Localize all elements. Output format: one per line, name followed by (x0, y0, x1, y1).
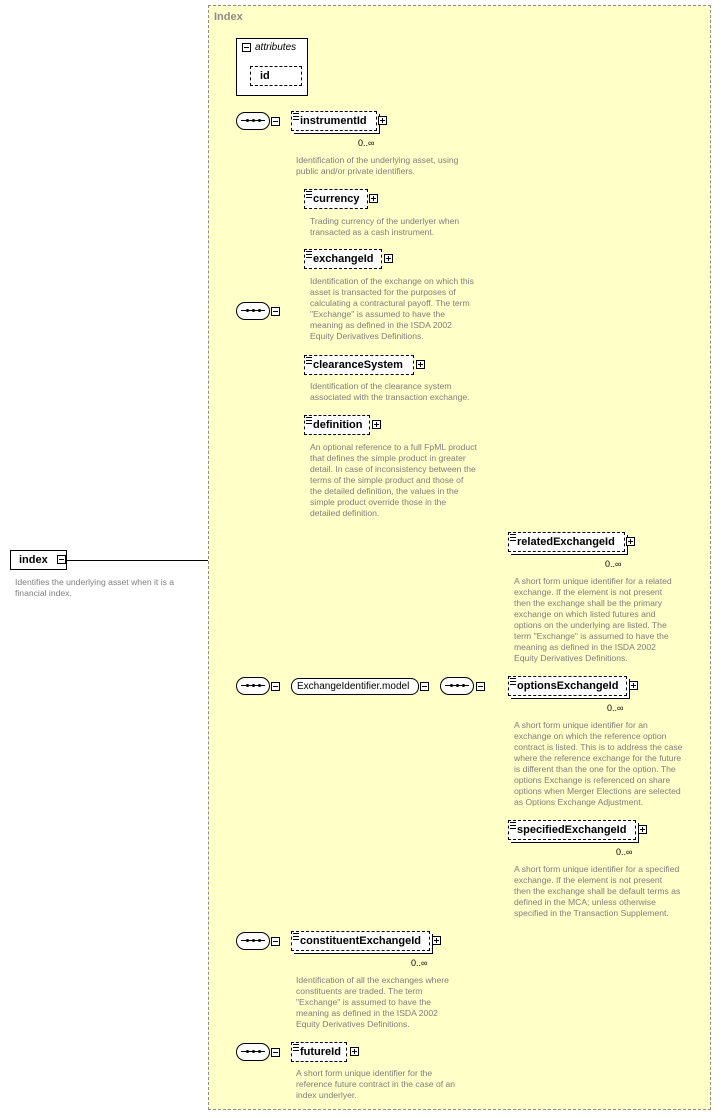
element-label: instrumentId (300, 115, 367, 127)
currency-annotation: Trading currency of the underlyer when t… (310, 216, 460, 237)
element-currency[interactable]: currency (304, 189, 368, 209)
root-element-index[interactable]: index (10, 550, 67, 570)
collapse-minus-icon[interactable] (271, 307, 280, 316)
expand-plus-icon[interactable] (378, 116, 387, 125)
element-label: definition (313, 419, 363, 431)
simple-type-icon (306, 417, 312, 424)
element-instrumentId[interactable]: instrumentId (291, 111, 377, 131)
simple-type-icon (306, 251, 312, 258)
element-constituentExchangeId[interactable]: constituentExchangeId (291, 931, 430, 951)
element-specifiedExchangeId[interactable]: specifiedExchangeId (508, 820, 636, 840)
element-label: index (19, 554, 48, 566)
expand-plus-icon[interactable] (372, 420, 381, 429)
cardinality-label: 0..∞ (616, 847, 633, 857)
element-label: exchangeId (313, 253, 374, 265)
futureId-annotation: A short form unique identifier for the r… (296, 1068, 456, 1100)
clearanceSystem-annotation: Identification of the clearance system a… (310, 381, 470, 402)
element-label: relatedExchangeId (517, 536, 615, 548)
element-clearanceSystem[interactable]: clearanceSystem (304, 355, 414, 375)
expand-plus-icon[interactable] (626, 537, 635, 546)
cardinality-label: 0..∞ (605, 559, 622, 569)
group-exchangeidentifier-model[interactable]: ExchangeIdentifier.model (291, 678, 419, 695)
index-type-panel (208, 5, 711, 1110)
element-exchangeId[interactable]: exchangeId (304, 249, 382, 269)
element-definition[interactable]: definition (304, 415, 370, 435)
element-optionsExchangeId[interactable]: optionsExchangeId (508, 676, 627, 696)
element-label: optionsExchangeId (517, 680, 619, 692)
collapse-minus-icon[interactable] (420, 682, 429, 691)
collapse-minus-icon[interactable] (271, 117, 280, 126)
cardinality-label: 0..∞ (607, 703, 624, 713)
simple-type-icon (293, 933, 299, 940)
sequence-compositor-icon[interactable] (236, 302, 270, 320)
sequence-compositor-icon[interactable] (440, 677, 474, 695)
optionsExchangeId-annotation: A short form unique identifier for an ex… (514, 720, 683, 807)
expand-plus-icon[interactable] (638, 825, 647, 834)
attributes-collapse-icon[interactable] (242, 43, 251, 52)
expand-plus-icon[interactable] (629, 681, 638, 690)
collapse-minus-icon[interactable] (271, 937, 280, 946)
simple-type-icon (510, 534, 516, 541)
sequence-compositor-icon[interactable] (236, 932, 270, 950)
cardinality-label: 0..∞ (358, 138, 375, 148)
element-relatedExchangeId[interactable]: relatedExchangeId (508, 532, 625, 552)
sequence-compositor-icon[interactable] (236, 677, 270, 695)
element-label: clearanceSystem (313, 359, 403, 371)
sequence-compositor-icon[interactable] (236, 1043, 270, 1061)
simple-type-icon (510, 678, 516, 685)
relatedExchangeId-annotation: A short form unique identifier for a rel… (514, 576, 672, 663)
collapse-minus-icon[interactable] (271, 682, 280, 691)
simple-type-icon (306, 357, 312, 364)
specifiedExchangeId-annotation: A short form unique identifier for a spe… (514, 864, 681, 918)
simple-type-icon (510, 822, 516, 829)
element-futureId[interactable]: futureId (291, 1042, 347, 1062)
expand-plus-icon[interactable] (432, 936, 441, 945)
expand-plus-icon[interactable] (416, 360, 425, 369)
exchangeId-annotation: Identification of the exchange on which … (310, 276, 474, 341)
sequence-compositor-icon[interactable] (236, 112, 270, 130)
group-label: ExchangeIdentifier.model (297, 681, 410, 692)
definition-annotation: An optional reference to a full FpML pro… (310, 442, 477, 518)
collapse-minus-icon[interactable] (57, 555, 66, 564)
attribute-id[interactable]: id (250, 66, 302, 86)
panel-title: Index (214, 11, 243, 23)
expand-plus-icon[interactable] (350, 1047, 359, 1056)
element-label: specifiedExchangeId (517, 824, 627, 836)
simple-type-icon (293, 1044, 299, 1051)
simple-type-icon (293, 113, 299, 120)
root-annotation: Identifies the underlying asset when it … (15, 577, 175, 598)
collapse-minus-icon[interactable] (271, 1048, 280, 1057)
element-label: currency (313, 193, 360, 205)
simple-type-icon (306, 191, 312, 198)
element-label: futureId (300, 1046, 341, 1058)
element-label: constituentExchangeId (300, 935, 422, 947)
expand-plus-icon[interactable] (369, 194, 378, 203)
cardinality-label: 0..∞ (411, 958, 428, 968)
collapse-minus-icon[interactable] (476, 682, 485, 691)
instrumentId-annotation: Identification of the underlying asset, … (296, 155, 459, 176)
expand-plus-icon[interactable] (384, 254, 393, 263)
attributes-label: attributes (255, 42, 297, 53)
constituentExchangeId-annotation: Identification of all the exchanges wher… (296, 975, 449, 1029)
